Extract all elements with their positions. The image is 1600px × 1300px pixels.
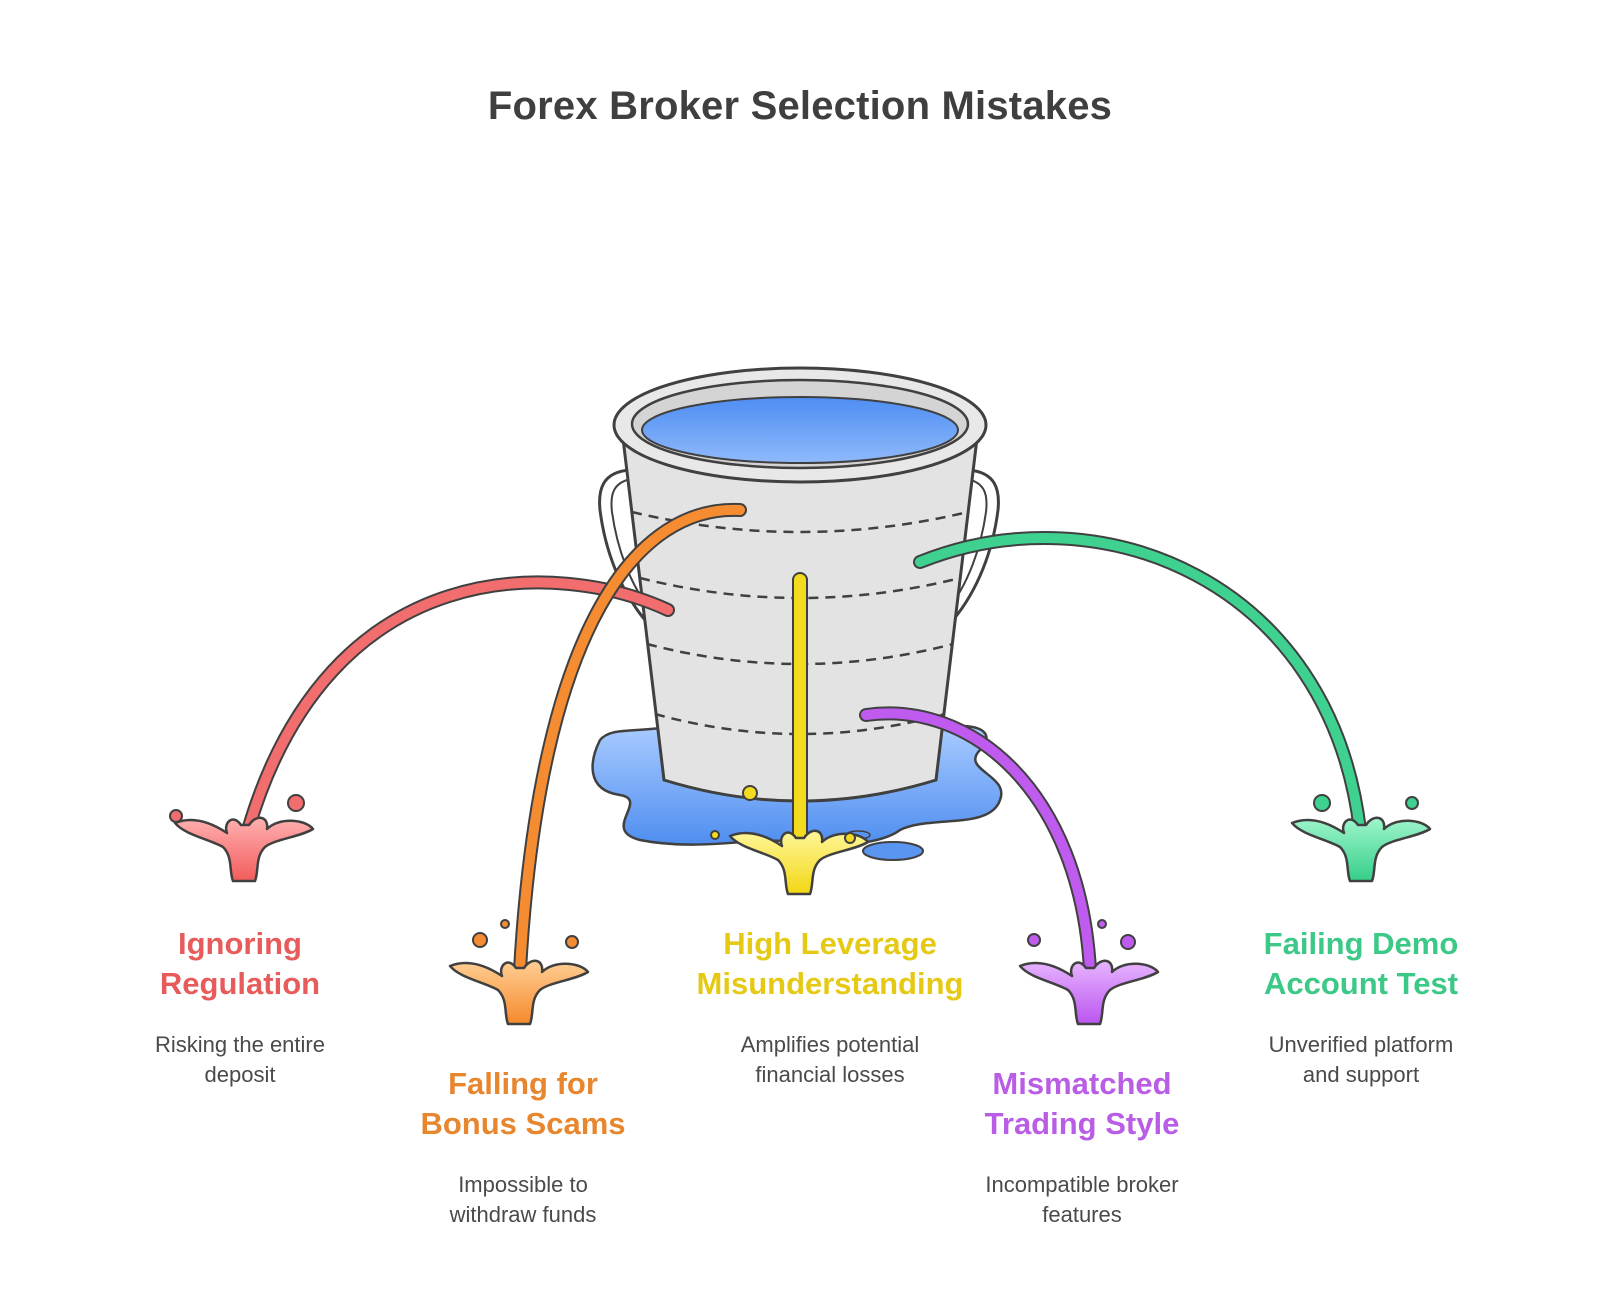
title-line-1: Falling for: [448, 1066, 598, 1101]
droplet-ignoring-regulation-1: [287, 794, 305, 812]
desc-line-1: Unverified platform: [1268, 1032, 1454, 1057]
item-title: Falling for Bonus Scams: [373, 1064, 673, 1144]
droplet-bonus-scams-1: [500, 919, 510, 929]
item-high-leverage: High Leverage Misunderstanding Amplifies…: [670, 924, 990, 1090]
title-line-1: Ignoring: [178, 926, 302, 961]
droplet-mismatched-style-1: [1097, 919, 1107, 929]
droplet-mismatched-style-2: [1120, 934, 1136, 950]
item-description: Incompatible broker features: [932, 1170, 1232, 1230]
title-line-2: Trading Style: [984, 1106, 1180, 1141]
desc-line-2: features: [1042, 1202, 1122, 1227]
title-line-1: High Leverage: [723, 926, 937, 961]
desc-line-2: and support: [1302, 1062, 1420, 1087]
desc-line-2: deposit: [204, 1062, 276, 1087]
item-bonus-scams: Falling for Bonus Scams Impossible to wi…: [373, 1064, 673, 1230]
item-description: Risking the entire deposit: [90, 1030, 390, 1090]
item-description: Amplifies potential financial losses: [670, 1030, 990, 1090]
droplet-high-leverage-0: [742, 785, 758, 801]
splash-ignoring-regulation: [173, 816, 315, 883]
item-description: Impossible to withdraw funds: [373, 1170, 673, 1230]
desc-line-1: Amplifies potential: [740, 1032, 920, 1057]
stream-demo-test: [915, 532, 1365, 835]
droplet-bonus-scams-0: [472, 932, 488, 948]
title-line-2: Regulation: [159, 966, 321, 1001]
droplet-demo-test-1: [1405, 796, 1419, 810]
bucket-body: [612, 366, 988, 803]
item-title: Ignoring Regulation: [90, 924, 390, 1004]
desc-line-1: Risking the entire: [155, 1032, 325, 1057]
stream-outline-ignoring-regulation: [241, 575, 675, 837]
splash-bonus-scams: [448, 959, 590, 1026]
desc-line-1: Impossible to: [458, 1172, 588, 1197]
splash-mismatched-style: [1018, 959, 1160, 1026]
droplet-mismatched-style-0: [1027, 933, 1041, 947]
item-description: Unverified platform and support: [1211, 1030, 1511, 1090]
title-line-2: Account Test: [1263, 966, 1459, 1001]
splash-demo-test: [1290, 816, 1432, 883]
page-title: Forex Broker Selection Mistakes: [487, 84, 1113, 128]
splash-high-leverage: [728, 829, 870, 896]
title-line-1: Failing Demo: [1263, 926, 1459, 961]
desc-line-2: financial losses: [755, 1062, 905, 1087]
desc-line-2: withdraw funds: [449, 1202, 597, 1227]
leak-splashes: [169, 785, 1432, 1026]
droplet-bonus-scams-2: [565, 935, 579, 949]
droplet-ignoring-regulation-0: [169, 809, 183, 823]
droplet-high-leverage-1: [710, 830, 720, 840]
item-mismatched-style: Mismatched Trading Style Incompatible br…: [932, 1064, 1232, 1230]
droplet-high-leverage-2: [844, 832, 856, 844]
desc-line-1: Incompatible broker: [985, 1172, 1179, 1197]
item-ignoring-regulation: Ignoring Regulation Risking the entire d…: [90, 924, 390, 1090]
stream-bonus-scams: [515, 504, 745, 975]
droplet-demo-test-0: [1313, 794, 1331, 812]
stream-mismatched-style: [861, 708, 1095, 975]
leak-streams: [241, 502, 1367, 977]
item-title: Failing Demo Account Test: [1211, 924, 1511, 1004]
title-line-2: Misunderstanding: [696, 966, 964, 1001]
item-demo-test: Failing Demo Account Test Unverified pla…: [1211, 924, 1511, 1090]
title-line-2: Bonus Scams: [420, 1106, 626, 1141]
item-title: Mismatched Trading Style: [932, 1064, 1232, 1144]
title-line-1: Mismatched: [992, 1066, 1172, 1101]
item-title: High Leverage Misunderstanding: [670, 924, 990, 1004]
